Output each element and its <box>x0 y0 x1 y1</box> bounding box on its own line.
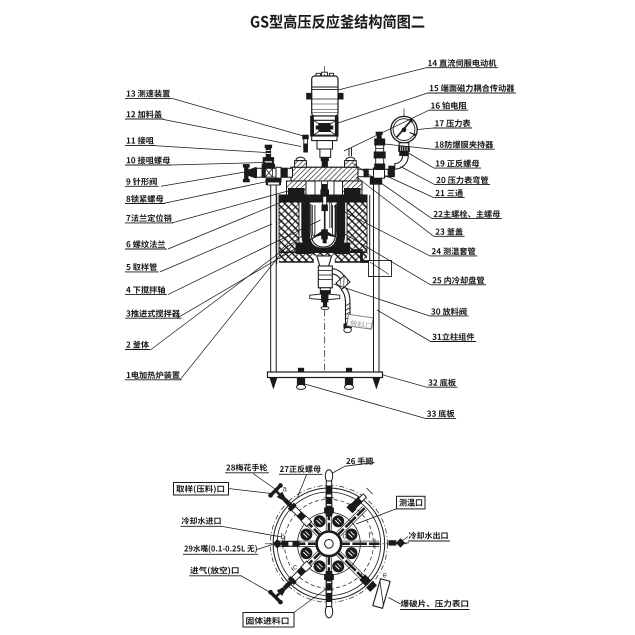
svg-text:c: c <box>293 563 297 572</box>
svg-text:f: f <box>369 531 372 540</box>
svg-text:e: e <box>383 571 388 580</box>
svg-text:b: b <box>281 532 286 541</box>
svg-text:a: a <box>283 485 288 494</box>
svg-text:d: d <box>343 532 347 541</box>
